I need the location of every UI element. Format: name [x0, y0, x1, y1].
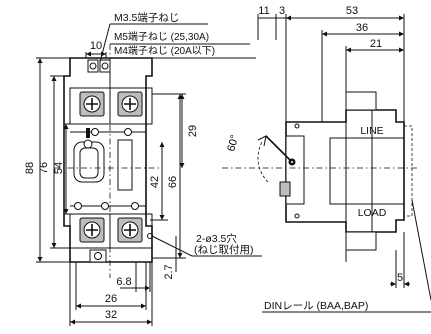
- label-load: LOAD: [358, 207, 387, 219]
- label-hole-2: (ねじ取付用): [194, 243, 254, 256]
- label-m5: M5端子ねじ (25,30A): [114, 30, 209, 43]
- dim-76: 76: [38, 162, 50, 174]
- dim-11: 11: [258, 5, 269, 17]
- label-m35: M3.5端子ねじ: [114, 11, 179, 24]
- side-dimensions: 11 3 53 36 21 5 DINレール (BAA,BAP): [257, 5, 431, 313]
- dim-54: 54: [53, 162, 65, 174]
- dim-53: 53: [346, 5, 358, 17]
- label-line: LINE: [360, 125, 383, 137]
- dim-6-8: 6.8: [116, 276, 131, 288]
- dim-21: 21: [370, 38, 382, 50]
- dim-32: 32: [105, 309, 117, 321]
- dim-88: 88: [24, 162, 36, 174]
- front-view: [54, 44, 162, 278]
- label-din: DINレール (BAA,BAP): [264, 300, 368, 312]
- front-labels: M3.5端子ねじ M5端子ねじ (25,30A) M4端子ねじ (20A以下) …: [99, 11, 262, 257]
- label-hole-1: 2-ø3.5穴: [196, 232, 237, 245]
- side-view: LINE LOAD 60°: [222, 80, 420, 262]
- label-angle: 60°: [225, 134, 241, 153]
- dim-10: 10: [90, 40, 102, 52]
- dim-3: 3: [279, 5, 285, 17]
- front-dimensions: 10 88 76 54 29 42 66 2.7 6.8: [24, 40, 199, 326]
- dim-42: 42: [149, 176, 161, 188]
- dim-66: 66: [167, 176, 179, 188]
- dim-2-7: 2.7: [163, 264, 175, 279]
- dim-5: 5: [397, 272, 403, 284]
- dim-29: 29: [187, 125, 199, 137]
- dim-26: 26: [105, 293, 117, 305]
- dim-36: 36: [356, 22, 368, 34]
- label-m4: M4端子ねじ (20A以下): [114, 44, 215, 57]
